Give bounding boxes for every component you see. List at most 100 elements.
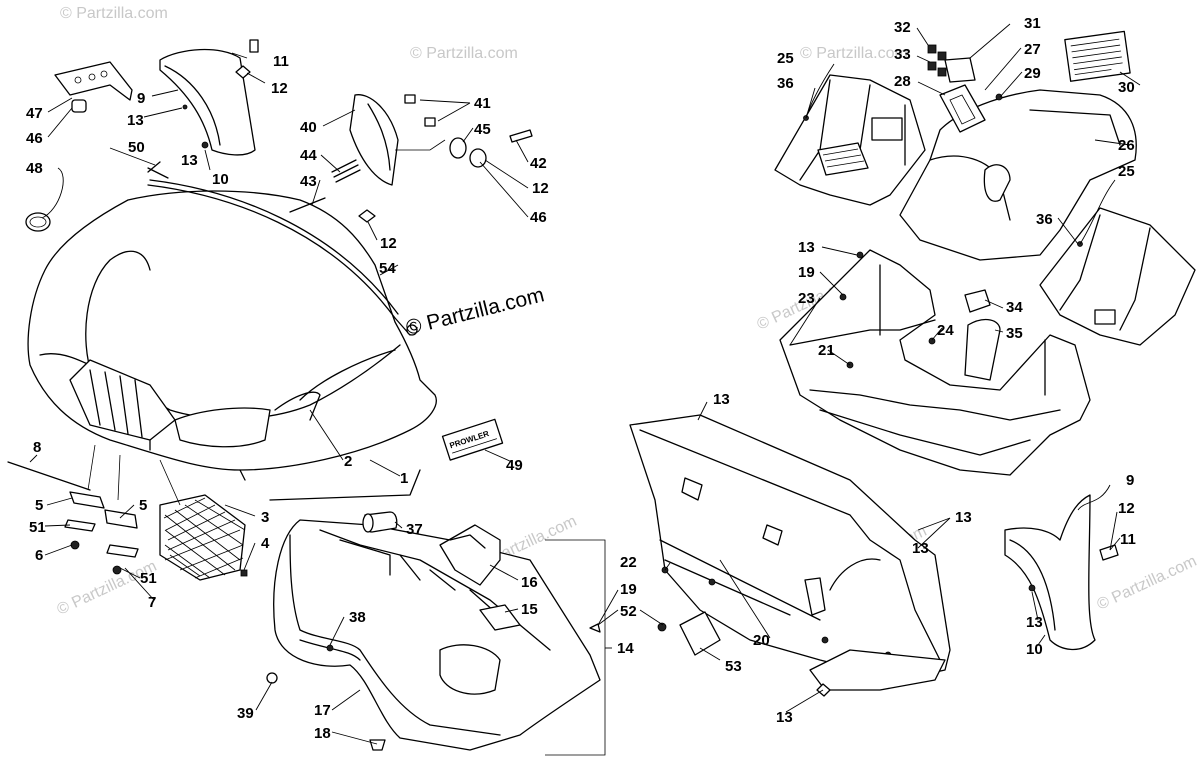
fender-flap-contour	[164, 65, 221, 146]
decal-stripe	[452, 438, 498, 454]
strip-end-cap	[406, 324, 418, 336]
hood-decal-plate	[441, 418, 504, 461]
callout-19: 19	[620, 581, 637, 598]
watermark-main: © Partzilla.com	[404, 283, 547, 340]
callout-46: 46	[26, 130, 43, 147]
callout-29: 29	[1024, 65, 1041, 82]
screw	[1099, 544, 1119, 561]
grommet	[469, 148, 487, 168]
floor-ridge	[789, 319, 936, 346]
assembly-link	[395, 139, 446, 151]
hood-decal: PROWLER	[441, 418, 504, 461]
callout-13: 13	[713, 391, 730, 408]
center-console	[899, 30, 1137, 261]
headlight-left	[174, 407, 271, 448]
panel-slot	[762, 524, 783, 546]
shift-gate-slot	[949, 94, 976, 125]
floor-bracket	[964, 289, 991, 313]
switch	[937, 67, 947, 77]
screw	[424, 117, 436, 127]
callout-36: 36	[777, 75, 794, 92]
tray-ribs	[339, 539, 496, 613]
push-rivet	[369, 739, 386, 751]
callout-10: 10	[1026, 641, 1043, 658]
right-foot-tray	[1039, 207, 1196, 346]
clip	[182, 104, 188, 110]
hood-lower-edge	[149, 439, 421, 501]
floor-wall	[879, 264, 1046, 396]
callout-51: 51	[140, 570, 157, 587]
console-cupholder	[983, 164, 1011, 202]
callout-16: 16	[521, 574, 538, 591]
hood-assembly-lines	[87, 444, 181, 506]
callout-39: 39	[237, 705, 254, 722]
watermark-faint: © Partzilla.com	[410, 45, 518, 62]
watermark-faint: © Partzilla.com	[800, 45, 908, 62]
hood-emblem-inner	[29, 216, 47, 228]
hinge-shim	[106, 544, 139, 558]
bolt	[509, 129, 533, 143]
hood-scoop-left	[85, 250, 151, 376]
fender-flap-contour	[1009, 539, 1056, 631]
callout-4: 4	[261, 535, 270, 552]
callout-54: 54	[379, 260, 396, 277]
storage-tube-end	[362, 513, 374, 533]
latch-pin	[289, 197, 326, 213]
grommet	[449, 137, 467, 159]
hood-prop-rod	[7, 461, 91, 491]
callout-46: 46	[530, 209, 547, 226]
grille-screen	[159, 494, 246, 581]
callout-23: 23	[798, 290, 815, 307]
callout-numbers: 1 2 3 4 5 5 6 7 8 9 9 10 10 11 11 12 12 …	[26, 15, 1136, 742]
hood-latch-assembly	[289, 94, 533, 223]
watermark-faint: © Partzilla.com	[60, 5, 168, 22]
callout-31: 31	[1024, 15, 1041, 32]
rear-fender-flap	[1004, 494, 1119, 651]
shift-gate	[939, 84, 986, 133]
callout-13: 13	[912, 540, 929, 557]
fender-flap-front	[159, 48, 256, 156]
callout-40: 40	[300, 119, 317, 136]
hood-seal-strip-edge	[149, 179, 399, 315]
tray-edge	[299, 639, 361, 661]
floorboard	[779, 249, 1091, 476]
callout-7: 7	[148, 594, 156, 611]
callout-37: 37	[406, 521, 423, 538]
group-bracket	[545, 539, 606, 756]
callout-52: 52	[620, 603, 637, 620]
callout-48: 48	[26, 160, 43, 177]
hinge	[104, 509, 138, 529]
tray-shell	[273, 519, 601, 751]
callout-12: 12	[532, 180, 549, 197]
callout-28: 28	[894, 73, 911, 90]
rubber-bumper	[71, 99, 87, 113]
latch-plate	[349, 94, 399, 186]
hood-assembly: PROWLER	[25, 39, 504, 501]
callout-34: 34	[1006, 299, 1023, 316]
left-foot-tray	[774, 74, 926, 206]
callout-41: 41	[474, 95, 491, 112]
tray-pocket	[439, 644, 501, 695]
callout-38: 38	[349, 609, 366, 626]
callout-18: 18	[314, 725, 331, 742]
callout-53: 53	[725, 658, 742, 675]
screw	[589, 623, 601, 633]
screw	[856, 251, 864, 259]
nut	[70, 540, 80, 550]
callout-25: 25	[777, 50, 794, 67]
access-plate	[679, 611, 721, 656]
prop-rod	[147, 161, 169, 179]
leader-lines	[29, 23, 1141, 745]
callout-17: 17	[314, 702, 331, 719]
hinge-shim	[64, 519, 96, 532]
callout-12: 12	[380, 235, 397, 252]
nut	[1028, 584, 1036, 592]
spring	[331, 159, 361, 183]
hood-bracket	[54, 61, 133, 101]
foot-tray-label	[817, 142, 869, 176]
front-storage-tray	[266, 511, 606, 756]
switch	[927, 44, 937, 54]
callout-5: 5	[35, 497, 43, 514]
floor-ridge-2	[809, 389, 1061, 421]
